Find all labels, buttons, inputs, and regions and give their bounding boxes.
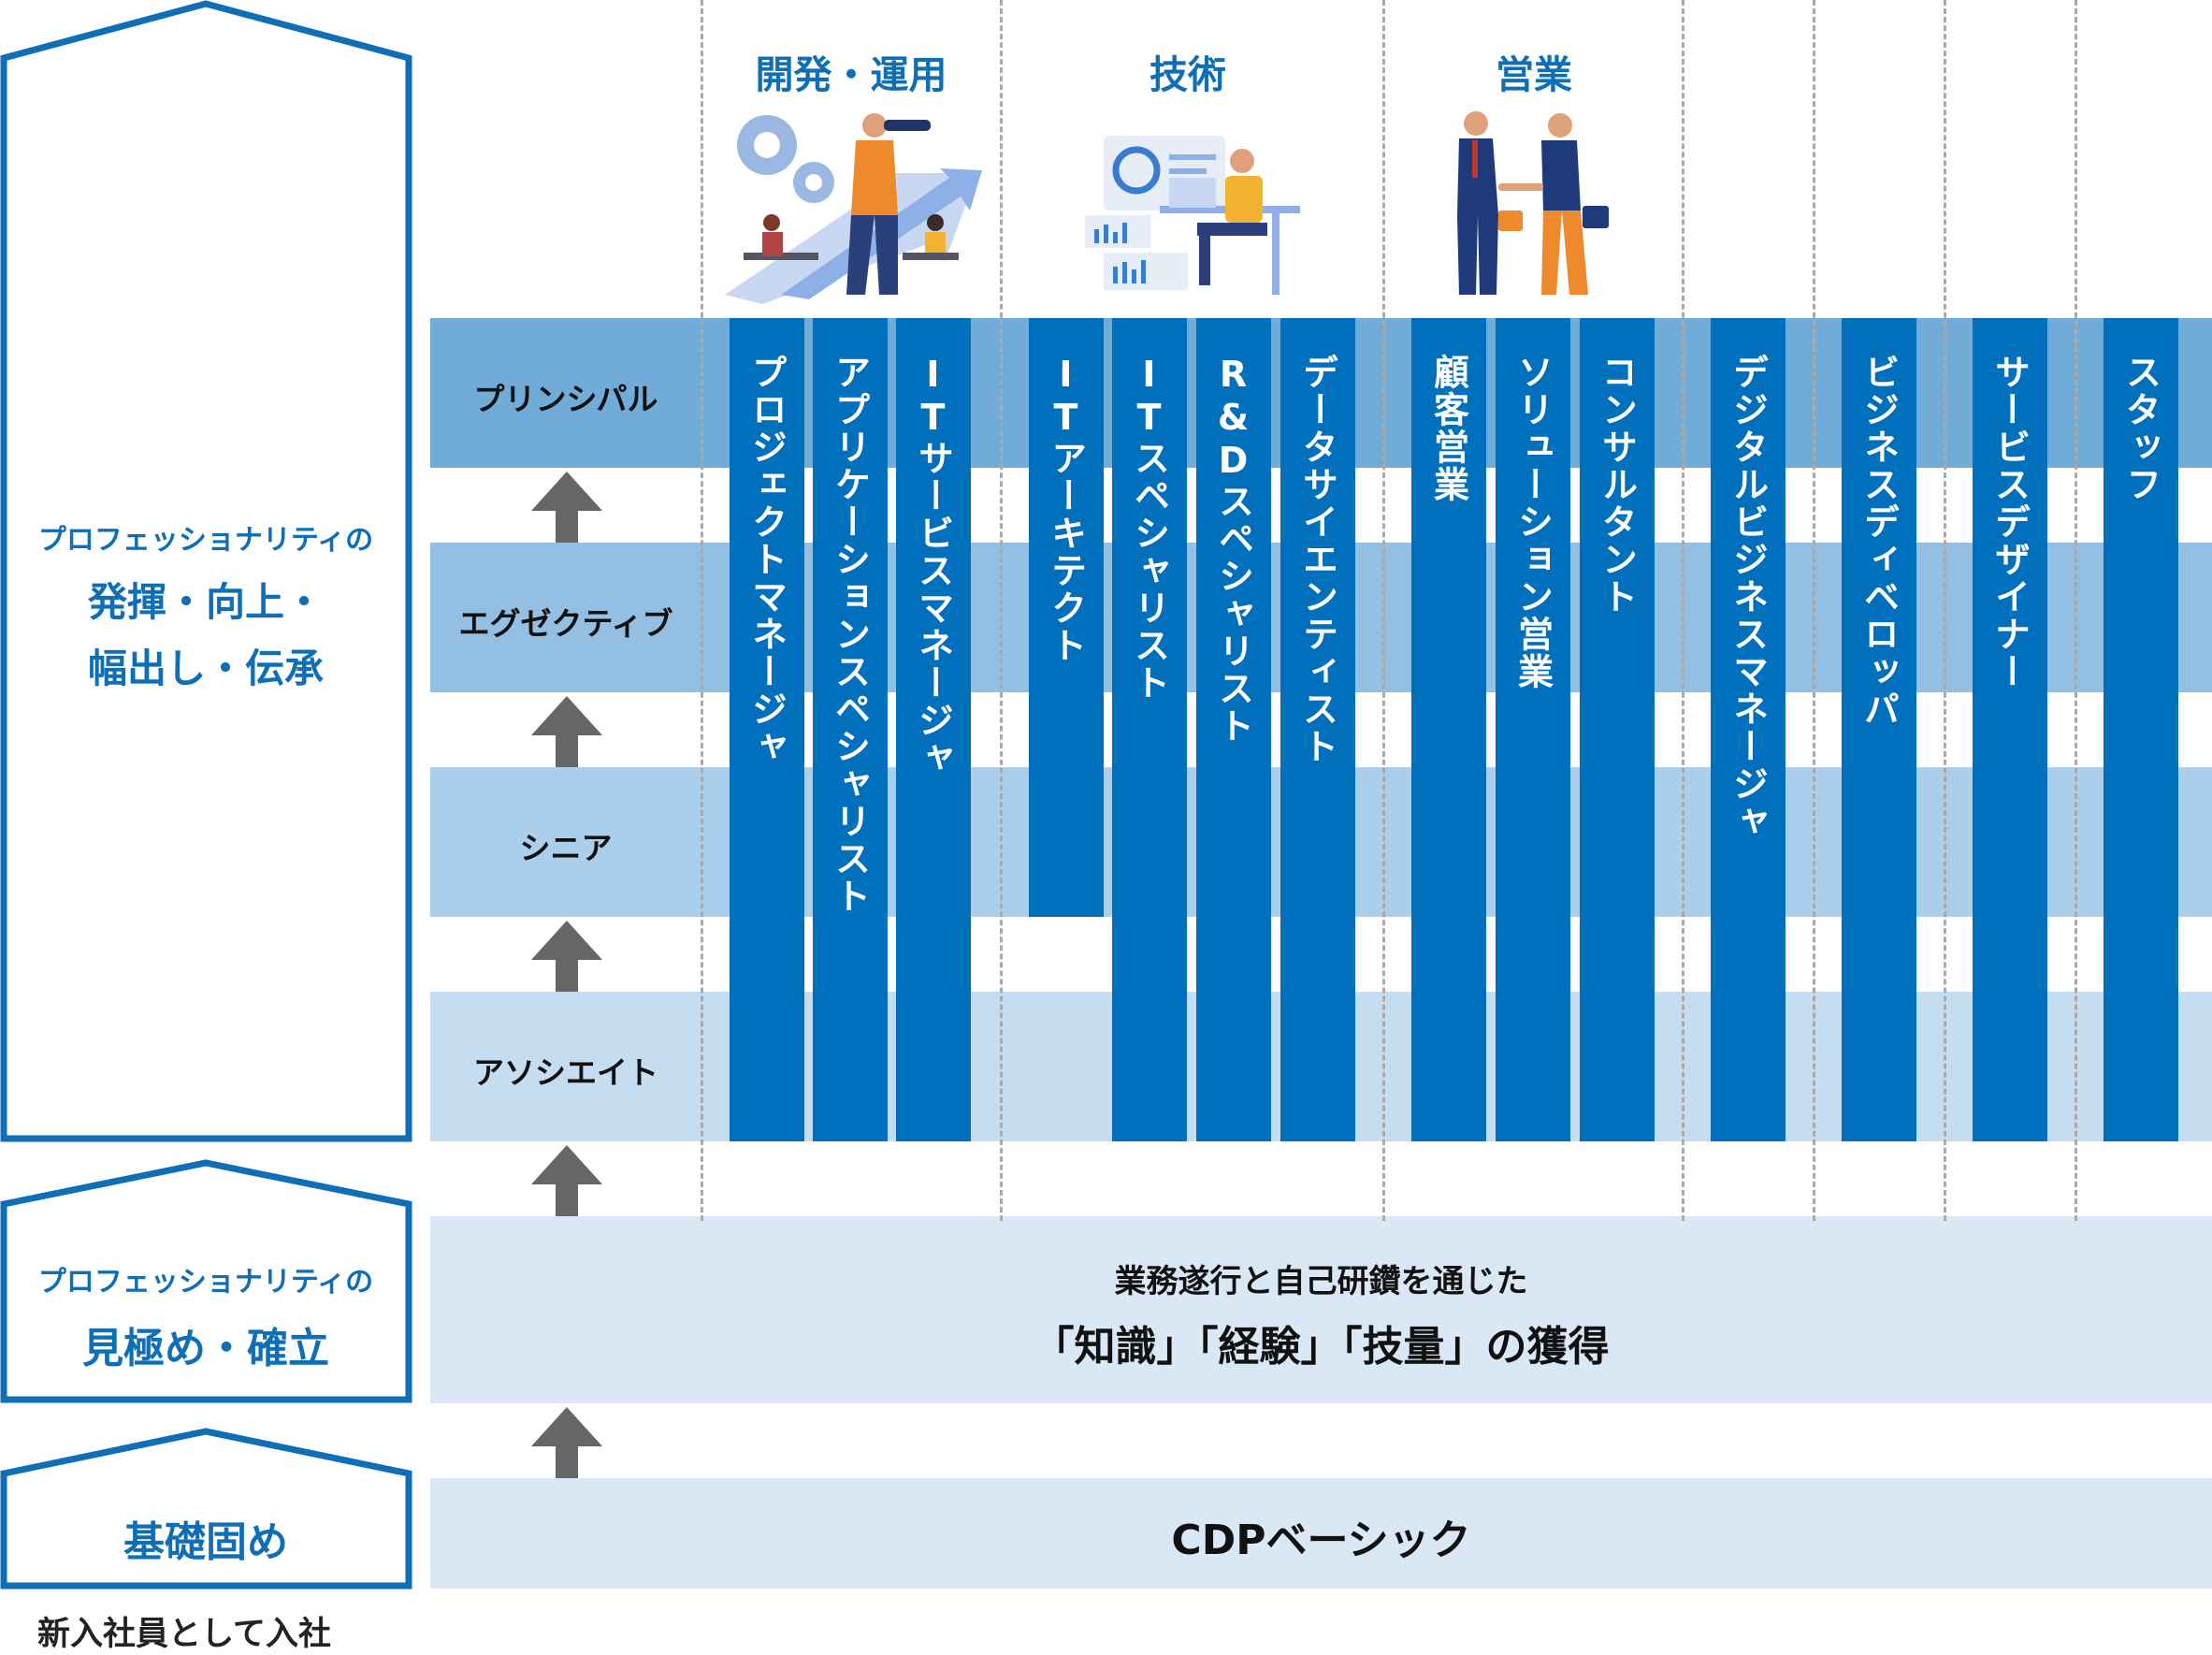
role-column: アプリケーションスペシャリスト: [813, 318, 888, 1141]
level-associate: アソシエイト: [473, 1054, 658, 1091]
divider: [1944, 0, 1946, 1221]
level-executive: エグゼクティブ: [458, 605, 673, 642]
role-column: プロジェクトマネージャ: [730, 318, 804, 1141]
stage-base-large: 基礎固め: [123, 1518, 288, 1566]
knowledge-line2: 「知識」「経験」「技量」の獲得: [1033, 1323, 1610, 1371]
role-column: 顧客営業: [1411, 318, 1486, 1141]
stage-outlines: [0, 0, 412, 1590]
arrow-up-icon: [531, 472, 602, 543]
basic-box: [430, 1478, 2212, 1589]
role-column: ITサービスマネージャ: [896, 318, 971, 1141]
basic-text: CDPベーシック: [1171, 1517, 1471, 1564]
knowledge-text: 業務遂行と自己研鑽を通じた 「知識」「経験」「技量」の獲得: [430, 1256, 2212, 1372]
arrow-up-icon: [531, 1145, 602, 1216]
level-principal: プリンシパル: [473, 381, 658, 417]
divider: [1000, 0, 1003, 1221]
person-at-computer-dashboard-illustration: [1085, 136, 1300, 295]
role-column: R&Dスペシャリスト: [1196, 318, 1271, 1141]
role-column: ITスペシャリスト: [1112, 318, 1187, 1141]
role-column: スタッフ: [2104, 318, 2178, 1141]
person-with-telescope-gears-arrow-illustration: [725, 113, 982, 304]
divider: [701, 0, 703, 1221]
stage-top-outline: [0, 0, 412, 1142]
role-column: サービスデザイナー: [1973, 318, 2047, 1141]
divider: [1382, 0, 1385, 1221]
entry-label: 新入社員として入社: [37, 1616, 331, 1653]
arrow-up-icon: [531, 696, 602, 767]
role-column: デジタルビジネスマネージャ: [1711, 318, 1786, 1141]
stage-middle-outline: [0, 1159, 412, 1403]
stage-middle-large: 見極め・確立: [82, 1325, 329, 1372]
knowledge-line1: 業務遂行と自己研鑽を通じた: [1114, 1263, 1528, 1300]
divider: [1813, 0, 1815, 1221]
stage-middle-small: プロフェッショナリティの: [37, 1266, 374, 1299]
role-column: ソリューション営業: [1496, 318, 1570, 1141]
businessmen-handshake-illustration: [1457, 111, 1609, 295]
category-sales: 営業: [1496, 52, 1572, 97]
level-senior: シニア: [519, 830, 613, 866]
divider: [2075, 0, 2077, 1221]
stage-middle-text: プロフェッショナリティの 見極め・確立: [9, 1258, 402, 1374]
role-column: データサイエンティスト: [1280, 318, 1355, 1141]
divider: [1682, 0, 1684, 1221]
role-column: コンサルタント: [1580, 318, 1655, 1141]
category-tech: 技術: [1149, 52, 1226, 97]
stage-top-line2: 幅出し・伝承: [87, 646, 324, 691]
role-column: ITアーキテクト: [1029, 318, 1104, 917]
stage-top-small: プロフェッショナリティの: [37, 524, 374, 557]
arrow-up-icon: [531, 1407, 602, 1478]
knowledge-box: [430, 1216, 2212, 1403]
arrow-up-icon: [531, 921, 602, 992]
role-column: ビジネスディベロッパ: [1842, 318, 1916, 1141]
category-dev-ops: 開発・運用: [755, 52, 947, 97]
stage-base-outline: [0, 1428, 412, 1590]
stage-top-text: プロフェッショナリティの 発揮・向上・ 幅出し・伝承: [9, 516, 402, 694]
stage-top-line1: 発揮・向上・: [87, 579, 324, 625]
